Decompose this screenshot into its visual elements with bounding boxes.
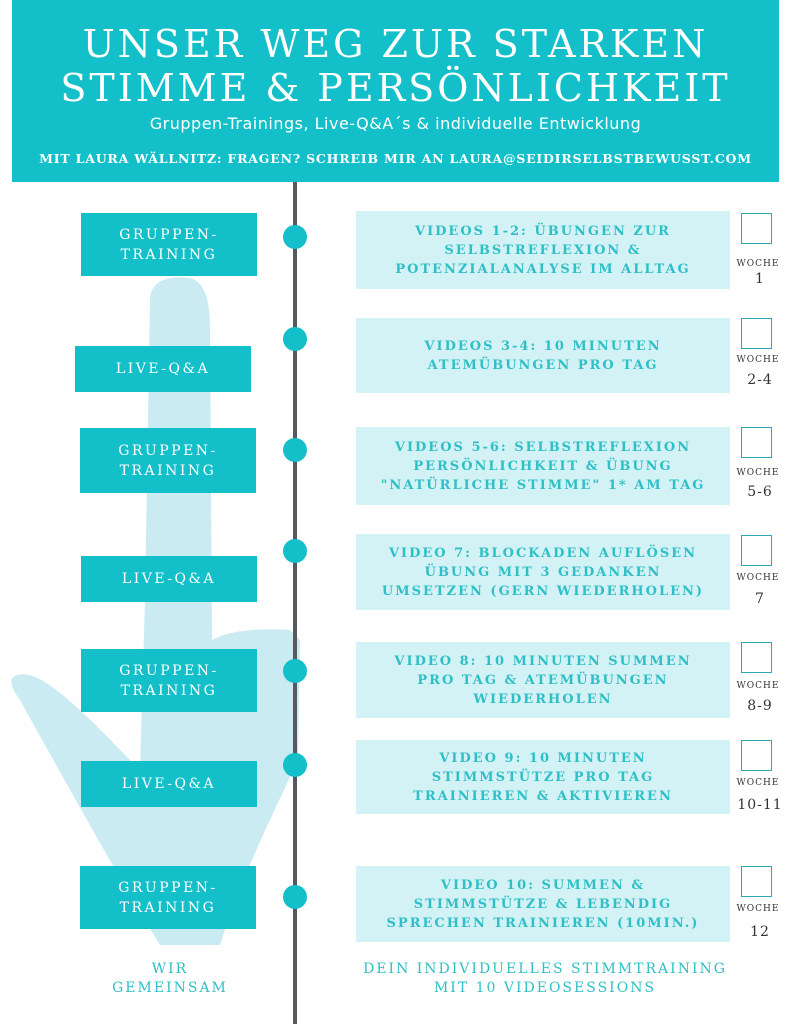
week-label: WOCHE <box>736 681 780 691</box>
session-text: STIMMSTÜTZE & LEBENDIG <box>413 896 673 912</box>
footer-right-text: MIT 10 VIDEOSESSIONS <box>433 980 657 996</box>
session-text: WIEDERHOLEN <box>473 691 613 707</box>
session-text: VIDEOS 5-6: SELBSTREFLEXION <box>394 439 692 455</box>
left-box-live-qa: LIVE-Q&A <box>81 556 257 602</box>
week-checkbox[interactable] <box>741 866 772 897</box>
week-checkbox[interactable] <box>741 213 772 244</box>
left-box-group-training: GRUPPEN- TRAINING <box>80 428 256 493</box>
session-box: VIDEO 9: 10 MINUTEN STIMMSTÜTZE PRO TAG TR… <box>356 740 730 814</box>
footer-left-text: GEMEINSAM <box>112 980 228 996</box>
title-line-1: UNSER WEG ZUR STARKEN <box>82 22 709 66</box>
week-checkbox[interactable] <box>741 642 772 673</box>
week-number: 12 <box>750 924 770 940</box>
left-box-group-training: GRUPPEN- TRAINING <box>80 866 256 929</box>
week-number: 1 <box>755 271 765 287</box>
left-box-text: TRAINING <box>120 246 218 263</box>
session-text: VIDEO 8: 10 MINUTEN SUMMEN <box>394 653 692 669</box>
week-checkbox[interactable] <box>741 535 772 566</box>
left-box-group-training: GRUPPEN- TRAINING <box>81 649 257 712</box>
left-box-text: LIVE-Q&A <box>121 571 217 587</box>
left-box-text: GRUPPEN- <box>118 879 218 896</box>
week-label: WOCHE <box>736 573 780 583</box>
left-box-text: GRUPPEN- <box>119 662 219 679</box>
timeline-dot <box>283 539 307 563</box>
session-text: "NATÜRLICHE STIMME" 1* AM TAG <box>380 477 706 493</box>
session-text: VIDEO 10: SUMMEN & <box>440 877 646 893</box>
session-text: VIDEO 9: 10 MINUTEN <box>439 750 647 766</box>
week-label: WOCHE <box>736 904 780 914</box>
session-box: VIDEOS 3-4: 10 MINUTEN ATEMÜBUNGEN PRO TA… <box>356 318 730 393</box>
left-box-text: GRUPPEN- <box>119 226 219 243</box>
week-number: 10-11 <box>737 797 783 813</box>
session-text: PERSÖNLICHKEIT & ÜBUNG <box>413 458 673 474</box>
timeline-dot <box>283 438 307 462</box>
session-text: SPRECHEN TRAINIEREN (10MIN.) <box>386 915 700 931</box>
left-box-text: TRAINING <box>119 899 217 916</box>
left-box-live-qa: LIVE-Q&A <box>81 761 257 807</box>
session-text: UMSETZEN (GERN WIEDERHOLEN) <box>381 583 705 599</box>
page-title: UNSER WEG ZUR STARKEN STIMME & PERSÖNLIC… <box>12 22 779 110</box>
session-box: VIDEOS 1-2: ÜBUNGEN ZUR SELBSTREFLEXION &… <box>356 211 730 289</box>
session-text: ATEMÜBUNGEN PRO TAG <box>427 357 659 373</box>
session-text: VIDEOS 1-2: ÜBUNGEN ZUR <box>414 223 671 239</box>
timeline-dot <box>283 753 307 777</box>
week-label: WOCHE <box>736 468 780 478</box>
header-banner: UNSER WEG ZUR STARKEN STIMME & PERSÖNLIC… <box>12 0 779 182</box>
session-text: VIDEOS 3-4: 10 MINUTEN <box>424 338 662 354</box>
timeline-dot <box>283 885 307 909</box>
title-line-2: STIMME & PERSÖNLICHKEIT <box>60 66 731 110</box>
session-box: VIDEOS 5-6: SELBSTREFLEXION PERSÖNLICHKEI… <box>356 427 730 505</box>
timeline-dot <box>283 225 307 249</box>
week-checkbox[interactable] <box>741 318 772 349</box>
week-label: WOCHE <box>736 778 780 788</box>
session-text: POTENZIALANALYSE IM ALLTAG <box>395 261 691 277</box>
left-box-group-training: GRUPPEN- TRAINING <box>81 213 257 276</box>
session-box: VIDEO 7: BLOCKADEN AUFLÖSEN ÜBUNG MIT 3 G… <box>356 534 730 610</box>
week-number: 5-6 <box>747 484 773 500</box>
timeline-line <box>293 182 297 1024</box>
timeline-dot <box>283 327 307 351</box>
page-subtitle: Gruppen-Trainings, Live-Q&A´s & individu… <box>149 114 642 133</box>
left-box-text: GRUPPEN- <box>118 442 218 459</box>
session-text: STIMMSTÜTZE PRO TAG <box>431 769 655 785</box>
session-text: TRAINIEREN & AKTIVIEREN <box>413 788 673 804</box>
left-box-text: TRAINING <box>119 462 217 479</box>
contact-line: MIT LAURA WÄLLNITZ: FRAGEN? SCHREIB MIR … <box>39 151 752 166</box>
footer-left-text: WIR <box>151 961 189 977</box>
timeline-dot <box>283 659 307 683</box>
session-text: ÜBUNG MIT 3 GEDANKEN <box>424 564 662 580</box>
week-number: 8-9 <box>747 698 773 714</box>
left-box-text: LIVE-Q&A <box>115 361 211 377</box>
session-text: VIDEO 7: BLOCKADEN AUFLÖSEN <box>388 545 698 561</box>
footer-left-caption: WIR GEMEINSAM <box>90 960 250 998</box>
session-text: SELBSTREFLEXION & <box>444 242 642 258</box>
session-box: VIDEO 10: SUMMEN & STIMMSTÜTZE & LEBENDIG… <box>356 866 730 942</box>
week-checkbox[interactable] <box>741 740 772 771</box>
week-label: WOCHE <box>736 355 780 365</box>
session-text: PRO TAG & ATEMÜBUNGEN <box>417 672 669 688</box>
footer-right-text: DEIN INDIVIDUELLES STIMMTRAINING <box>363 961 727 977</box>
footer-right-caption: DEIN INDIVIDUELLES STIMMTRAINING MIT 10 … <box>320 960 770 998</box>
left-box-live-qa: LIVE-Q&A <box>75 346 251 392</box>
week-checkbox[interactable] <box>741 427 772 458</box>
left-box-text: LIVE-Q&A <box>121 776 217 792</box>
left-box-text: TRAINING <box>120 682 218 699</box>
week-label: WOCHE <box>736 259 780 269</box>
week-number: 7 <box>755 591 765 607</box>
session-box: VIDEO 8: 10 MINUTEN SUMMEN PRO TAG & ATEM… <box>356 642 730 718</box>
week-number: 2-4 <box>747 372 773 388</box>
